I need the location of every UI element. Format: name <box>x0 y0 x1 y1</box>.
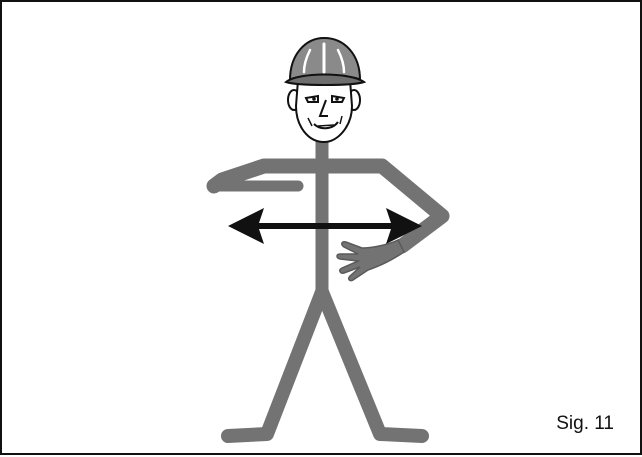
figure-caption: Sig. 11 <box>556 413 614 435</box>
right-leg <box>322 292 422 436</box>
helmet <box>286 38 364 85</box>
right-arm <box>322 166 442 246</box>
left-eye <box>306 96 318 102</box>
stick-figure <box>214 142 442 436</box>
left-leg <box>228 292 322 436</box>
open-hand <box>337 240 404 281</box>
